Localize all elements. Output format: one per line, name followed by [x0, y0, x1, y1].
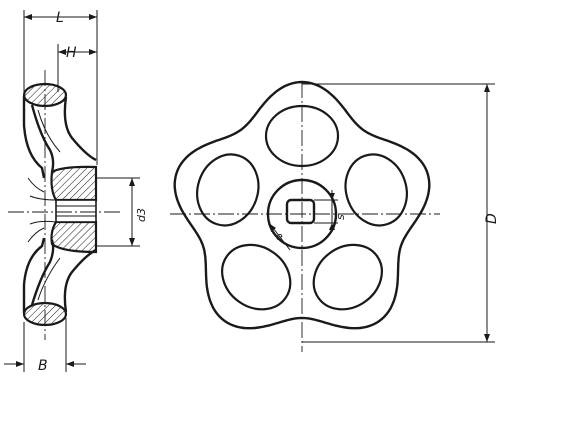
dimension-H: H [57, 44, 97, 92]
hub-section-lower [50, 220, 98, 254]
wheel-opening [221, 243, 292, 311]
dimension-s: s [314, 190, 347, 232]
hub-section-upper [50, 165, 98, 202]
square-bore [285, 198, 316, 225]
label-L: L [56, 10, 64, 26]
spoke-outline-upper [30, 96, 97, 173]
label-d3: d3 [135, 208, 148, 222]
wheel-opening [312, 243, 383, 311]
hub-bore [55, 199, 97, 223]
dimension-d3: d3 [96, 177, 148, 247]
dimension-D: D [302, 83, 500, 343]
dimension-e: e [269, 223, 291, 251]
wheel-opening [344, 153, 408, 227]
dimension-B: B [4, 318, 86, 374]
side-view: L H B d3 [4, 10, 148, 374]
label-s: s [334, 214, 347, 220]
label-D: D [484, 213, 500, 224]
label-H: H [66, 45, 77, 61]
dimension-L: L [23, 10, 98, 165]
front-view: e s D [170, 80, 500, 352]
label-e: e [276, 230, 283, 243]
wheel-opening [196, 153, 260, 227]
label-B: B [38, 358, 48, 374]
spoke-outline-left [22, 96, 46, 313]
